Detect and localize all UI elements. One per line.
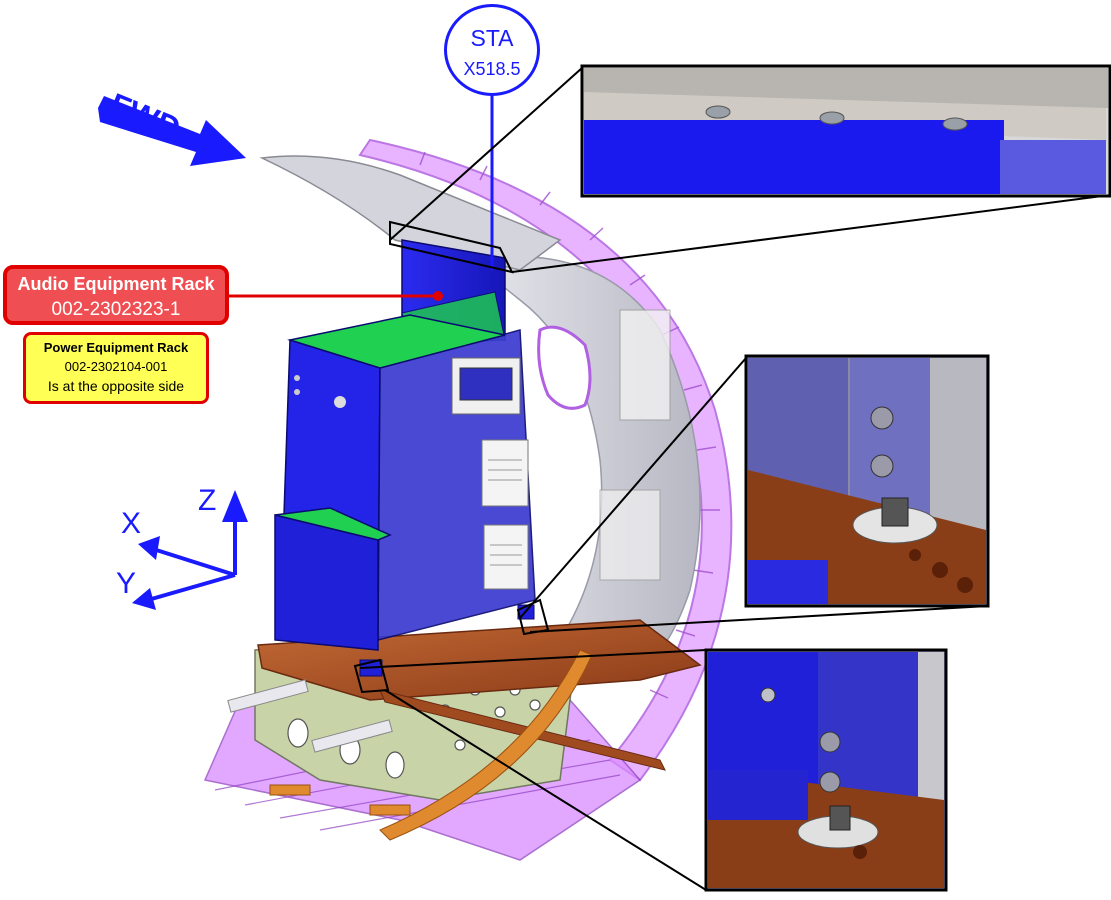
power-rack-title: Power Equipment Rack (43, 340, 189, 355)
station-label: STA (470, 25, 514, 51)
detail-callout-middle (516, 354, 990, 636)
seat-track (379, 689, 666, 771)
station-callout: STA X518.5 (444, 4, 540, 96)
rack-display-screen (459, 367, 513, 401)
detail-callout-bottom (353, 648, 948, 892)
power-rack-note: Power Equipment Rack 002-2302104-001 Is … (23, 332, 209, 404)
floor-bracket (269, 784, 311, 796)
interior-panel (619, 309, 671, 421)
audio-rack-part-number: 002-2302323-1 (51, 299, 181, 320)
frame-ribs (419, 151, 720, 699)
rack-fasteners (294, 375, 346, 408)
axis-triad (132, 490, 248, 610)
rack-main-green-top (287, 314, 506, 369)
rack-lower-green-top (274, 507, 392, 541)
axis-x-label: X (121, 507, 142, 540)
floor-strut (227, 679, 309, 713)
rack-vent-panel (481, 439, 529, 507)
station-value: X518.5 (463, 59, 521, 79)
interior-panel (599, 489, 661, 581)
fwd-arrow (98, 96, 246, 166)
detail-callout-top (389, 64, 1111, 274)
power-rack-part-number: 002-2302104-001 (64, 359, 168, 374)
window-opening (537, 325, 592, 410)
power-rack-location-note: Is at the opposite side (47, 378, 185, 394)
floor-bracket (369, 804, 411, 816)
audio-rack-callout: Audio Equipment Rack 002-2302323-1 (3, 265, 229, 325)
rack-vent-panel (483, 524, 529, 590)
audio-rack-leader-dot (433, 291, 443, 301)
vent-slats (488, 459, 522, 566)
axis-z-label: Z (198, 484, 217, 517)
axis-y-label: Y (116, 567, 137, 600)
audio-rack-title: Audio Equipment Rack (17, 274, 215, 294)
floor-strut (311, 719, 393, 753)
